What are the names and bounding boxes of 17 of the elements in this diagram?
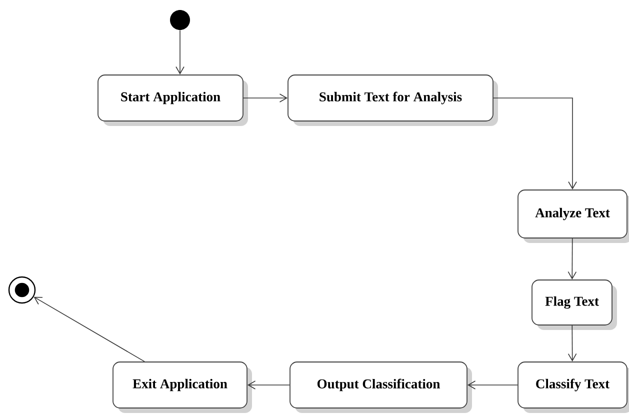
action-box: Output Classification (290, 362, 472, 413)
arrow (568, 238, 577, 280)
arrow (243, 94, 288, 102)
arrow (467, 380, 518, 390)
arrow (176, 30, 184, 75)
action-box: Classify Text (518, 362, 629, 413)
action-box: Analyze Text (518, 190, 629, 243)
arrow (34, 296, 145, 362)
arrow (493, 98, 577, 190)
action-box: Flag Text (532, 280, 617, 330)
initial-node (170, 10, 190, 30)
action-box: Start Application (98, 74, 248, 126)
action-box: Submit Text for Analysis (288, 74, 498, 126)
arrow (247, 380, 290, 390)
final-node (8, 276, 36, 304)
arrow (568, 325, 577, 362)
action-box: Exit Application (112, 362, 252, 413)
